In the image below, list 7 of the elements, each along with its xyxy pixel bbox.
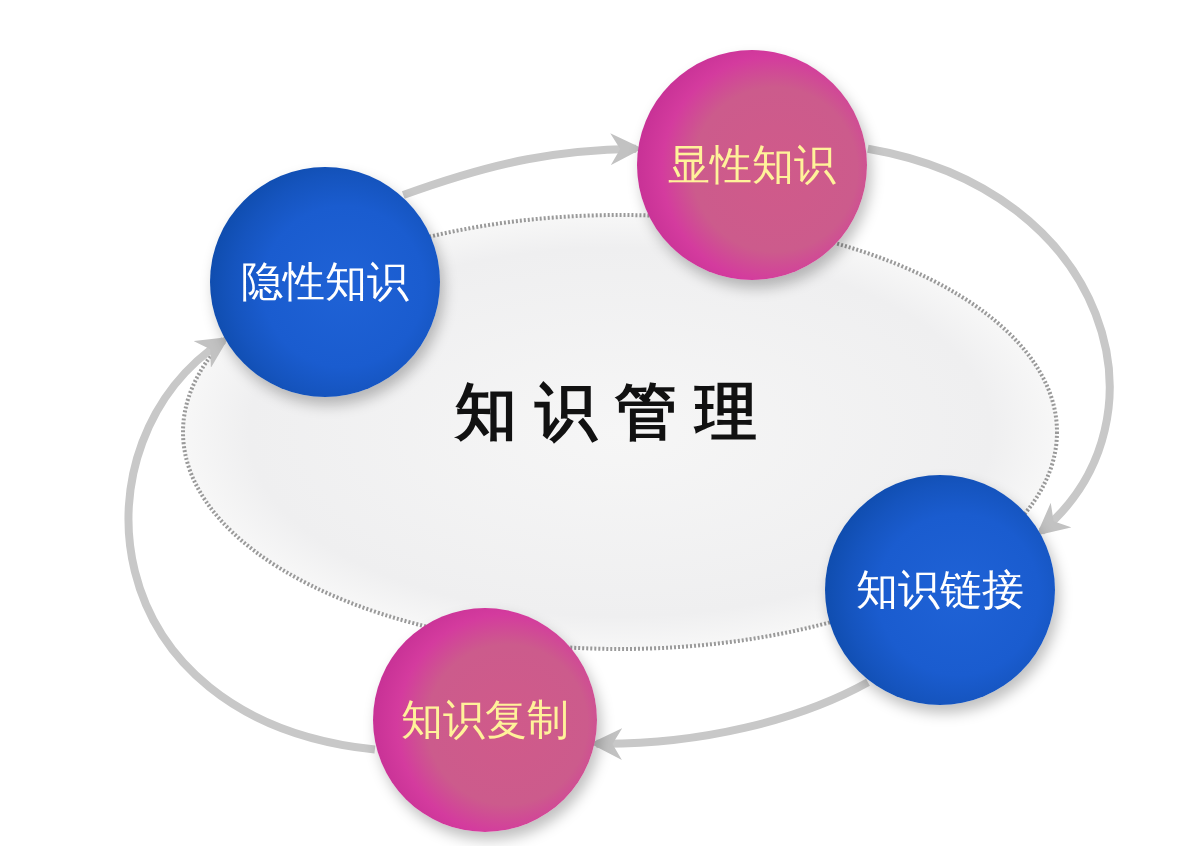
arrow: [124, 336, 376, 754]
node-label: 隐性知识: [241, 256, 409, 308]
node-label: 显性知识: [668, 139, 836, 191]
center-title: 知识管理: [455, 374, 775, 450]
node-label: 知识链接: [856, 564, 1024, 616]
node-label: 知识复制: [401, 694, 569, 746]
arrow: [866, 144, 1114, 537]
